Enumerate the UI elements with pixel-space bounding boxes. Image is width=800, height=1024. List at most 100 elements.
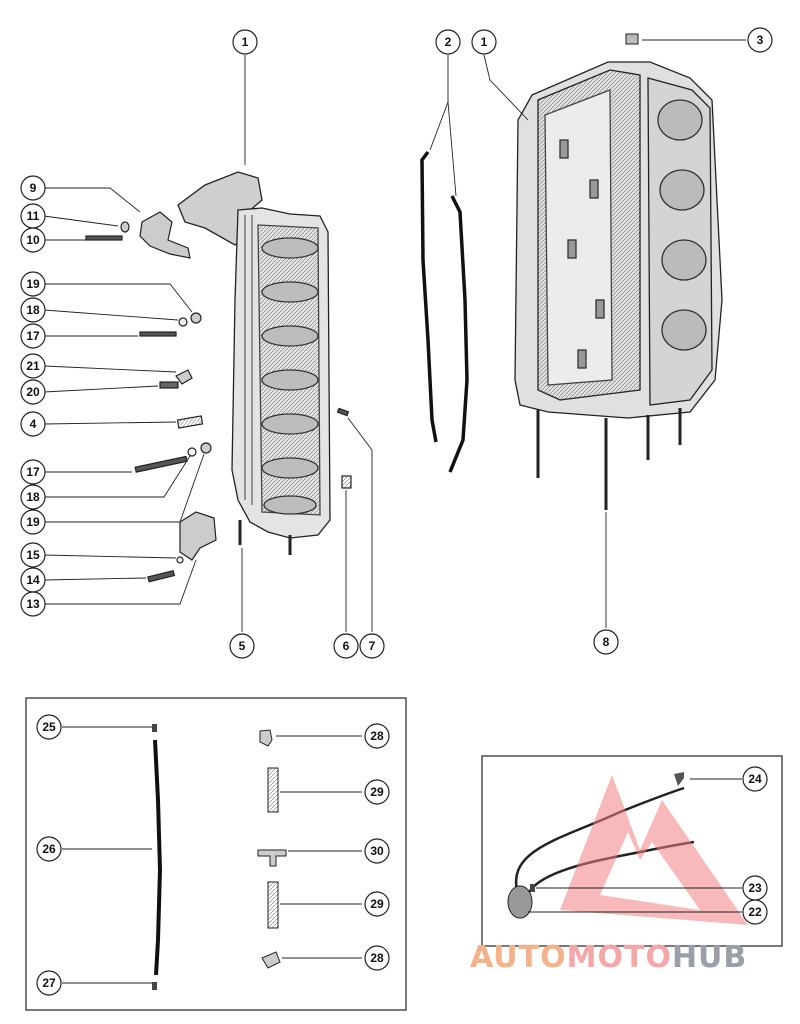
callout-18b: 18	[20, 484, 46, 510]
hose-29-upper	[267, 767, 279, 813]
callout-label: 25	[42, 720, 56, 734]
callout-label: 29	[370, 785, 384, 799]
callout-1a: 1	[232, 29, 258, 55]
callout-label: 13	[26, 597, 40, 611]
callout-label: 19	[26, 515, 40, 529]
small-parts-left	[85, 211, 352, 583]
callout-20: 20	[20, 379, 46, 405]
pin-7	[336, 407, 350, 417]
callout-label: 23	[748, 881, 762, 895]
leader-lines	[43, 39, 746, 984]
callout-23: 23	[742, 875, 768, 901]
callout-label: 1	[481, 35, 488, 49]
callout-4: 4	[20, 411, 46, 437]
washer-18-lower	[187, 447, 197, 457]
screw-17-lower	[134, 455, 188, 473]
screw-20	[159, 381, 179, 389]
callout-label: 17	[26, 329, 40, 343]
callout-17a: 17	[20, 323, 46, 349]
callout-11: 11	[20, 203, 46, 229]
callout-label: 5	[239, 639, 246, 653]
callout-19a: 19	[20, 271, 46, 297]
nut-19-upper	[190, 312, 202, 324]
callout-27: 27	[36, 970, 62, 996]
callout-22: 22	[742, 899, 768, 925]
callouts: 1 2 1 3 9 11 10 19 18 17 21 20 4 17 18 1…	[20, 27, 773, 996]
watermark-logo	[560, 775, 748, 925]
callout-label: 30	[370, 844, 384, 858]
fitting-28-lower	[261, 951, 281, 969]
callout-label: 28	[370, 729, 384, 743]
cylinder-block	[514, 61, 723, 510]
callout-label: 18	[26, 490, 40, 504]
washer-18-upper	[178, 317, 188, 327]
callout-28a: 28	[364, 723, 390, 749]
callout-29b: 29	[364, 891, 390, 917]
callout-label: 17	[26, 465, 40, 479]
bearing-cap-lower	[179, 511, 217, 561]
watermark-hub: HUB	[671, 940, 748, 975]
callout-label: 11	[27, 209, 40, 223]
callout-label: 7	[369, 639, 376, 653]
crankcase-cover-half	[177, 171, 331, 555]
callout-label: 1	[242, 35, 249, 49]
callout-7: 7	[359, 633, 385, 659]
tee-30	[257, 849, 287, 867]
callout-5: 5	[229, 633, 255, 659]
callout-14: 14	[20, 567, 46, 593]
callout-28b: 28	[364, 945, 390, 971]
washer-11	[120, 221, 130, 233]
fitting-28-upper	[259, 729, 273, 747]
callout-label: 8	[603, 635, 610, 649]
callout-21: 21	[20, 353, 46, 379]
dowel-pin-6	[341, 475, 352, 489]
callout-label: 3	[757, 33, 764, 47]
seal-strips	[420, 150, 469, 473]
callout-2: 2	[435, 29, 461, 55]
callout-label: 19	[26, 277, 40, 291]
callout-label: 9	[30, 181, 37, 195]
watermark-moto: MOTO	[566, 940, 672, 975]
callout-label: 15	[26, 548, 40, 562]
hose-kit-panel	[25, 697, 407, 1011]
callout-9: 9	[20, 175, 46, 201]
washer-15	[176, 556, 184, 564]
callout-19b: 19	[20, 509, 46, 535]
callout-label: 4	[30, 417, 37, 431]
nut-19-lower	[200, 442, 212, 454]
callout-26: 26	[36, 836, 62, 862]
callout-17b: 17	[20, 459, 46, 485]
screw-14	[147, 569, 176, 583]
callout-label: 2	[445, 35, 452, 49]
tab-washer-21	[175, 369, 193, 385]
watermark-auto: AUTO	[470, 940, 567, 975]
callout-24: 24	[742, 766, 768, 792]
screw-23	[530, 884, 535, 892]
callout-15: 15	[20, 542, 46, 568]
screw-24	[674, 772, 684, 786]
hose-26	[153, 739, 163, 976]
callout-29a: 29	[364, 779, 390, 805]
callout-30: 30	[364, 838, 390, 864]
callout-10: 10	[20, 227, 46, 253]
bearing-cap-upper	[139, 211, 191, 259]
callout-label: 10	[26, 233, 40, 247]
sensor-22	[507, 885, 533, 919]
callout-label: 28	[370, 951, 384, 965]
callout-label: 14	[26, 573, 40, 587]
callout-label: 27	[42, 976, 56, 990]
dowel-pin-4	[176, 415, 204, 429]
plug-3	[625, 33, 639, 45]
callout-label: 6	[343, 639, 350, 653]
callout-13: 13	[20, 591, 46, 617]
callout-6: 6	[333, 633, 359, 659]
callout-label: 26	[42, 842, 56, 856]
watermark-brand: AUTOMOTOHUB	[470, 940, 800, 980]
hose-29-lower	[267, 881, 279, 929]
screw-17-upper	[139, 331, 177, 337]
callout-25: 25	[36, 714, 62, 740]
callout-label: 20	[26, 385, 40, 399]
wiring-panel	[481, 755, 783, 947]
callout-label: 29	[370, 897, 384, 911]
